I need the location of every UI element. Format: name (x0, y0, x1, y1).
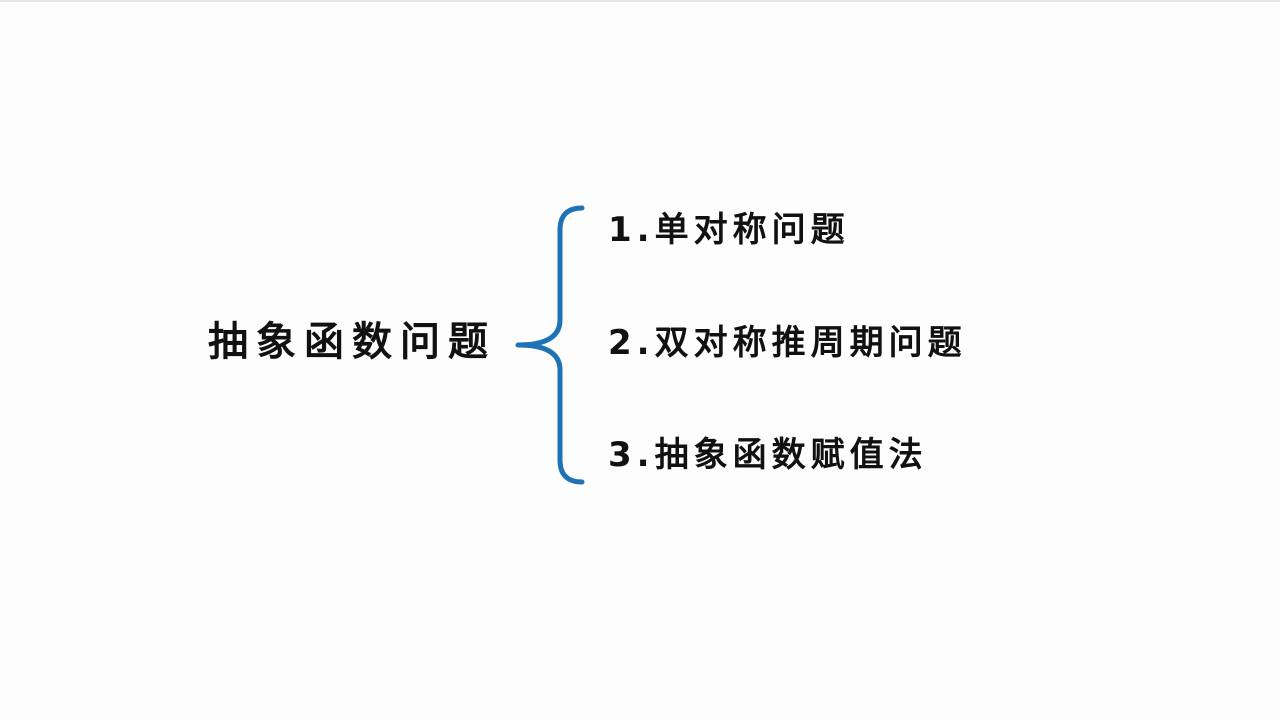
curly-brace-connector (515, 205, 585, 485)
main-topic: 抽象函数问题 (208, 319, 496, 365)
top-border-line (0, 0, 1280, 2)
brace-path (515, 205, 585, 485)
branch-abstract-function-assignment: 3.抽象函数赋值法 (608, 435, 928, 475)
branch-single-symmetry: 1.单对称问题 (608, 210, 850, 250)
branch-double-symmetry-period: 2.双对称推周期问题 (608, 323, 967, 363)
